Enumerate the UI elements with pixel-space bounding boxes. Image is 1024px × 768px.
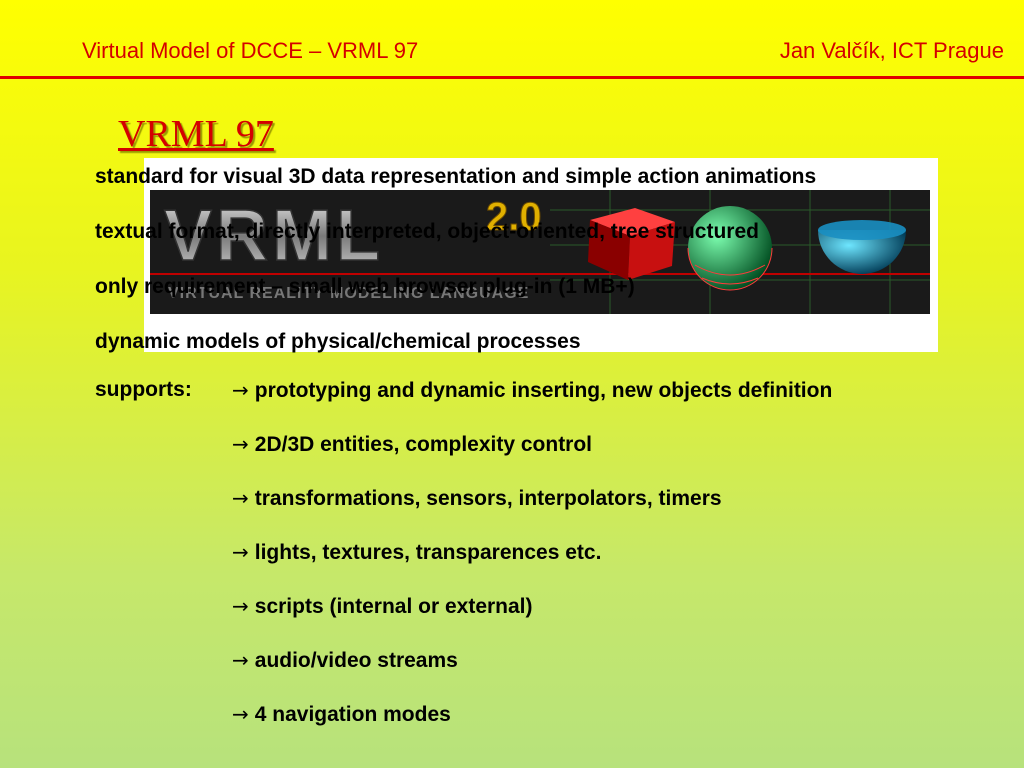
author-affiliation: Jan Valčík, ICT Prague	[779, 38, 1004, 63]
supports-label: supports:	[95, 378, 192, 401]
right-arrow-icon: →	[232, 648, 249, 672]
vrml-logo-image: VRML 2.0 VIRTUAL REALITY MODELING LANGUA…	[150, 190, 930, 314]
vrml-logo-text: VRML	[164, 196, 384, 276]
bullet-item: textual format, directly interpreted, ob…	[95, 220, 759, 243]
supports-item-text: prototyping and dynamic inserting, new o…	[254, 379, 833, 402]
bullet-item: dynamic models of physical/chemical proc…	[95, 330, 581, 353]
right-arrow-icon: →	[232, 594, 249, 618]
vrml-tagline: VIRTUAL REALITY MODELING LANGUAGE	[168, 285, 529, 302]
vrml-version-text: 2.0	[486, 195, 542, 239]
right-arrow-icon: →	[232, 378, 249, 402]
supports-item-text: lights, textures, transparences etc.	[254, 541, 602, 564]
presentation-title: Virtual Model of DCCE – VRML 97	[82, 38, 419, 63]
vrml-logo-banner: VRML 2.0 VIRTUAL REALITY MODELING LANGUA…	[150, 190, 930, 314]
supports-item: →audio/video streams	[232, 648, 458, 673]
supports-item-text: scripts (internal or external)	[254, 595, 533, 618]
right-arrow-icon: →	[232, 432, 249, 456]
right-arrow-icon: →	[232, 702, 249, 726]
green-sphere-icon	[687, 206, 773, 291]
supports-item: →lights, textures, transparences etc.	[232, 540, 601, 565]
supports-item: →transformations, sensors, interpolators…	[232, 486, 722, 511]
red-cube-icon	[588, 208, 675, 280]
supports-item-text: 4 navigation modes	[254, 703, 451, 726]
supports-item: →prototyping and dynamic inserting, new …	[232, 378, 832, 403]
supports-item-text: 2D/3D entities, complexity control	[254, 433, 593, 456]
supports-item: →4 navigation modes	[232, 702, 451, 727]
slide-header: Virtual Model of DCCE – VRML 97 Jan Valč…	[0, 0, 1024, 79]
slide-title: VRML 97	[118, 113, 274, 155]
bullet-item: only requirement – small web browser plu…	[95, 275, 635, 298]
supports-item-text: transformations, sensors, interpolators,…	[254, 487, 722, 510]
right-arrow-icon: →	[232, 486, 249, 510]
blue-hemisphere-icon	[818, 220, 906, 274]
supports-item-text: audio/video streams	[254, 649, 458, 672]
supports-item: →2D/3D entities, complexity control	[232, 432, 592, 457]
bullet-item: standard for visual 3D data representati…	[95, 165, 817, 188]
supports-item: →scripts (internal or external)	[232, 594, 533, 619]
right-arrow-icon: →	[232, 540, 249, 564]
